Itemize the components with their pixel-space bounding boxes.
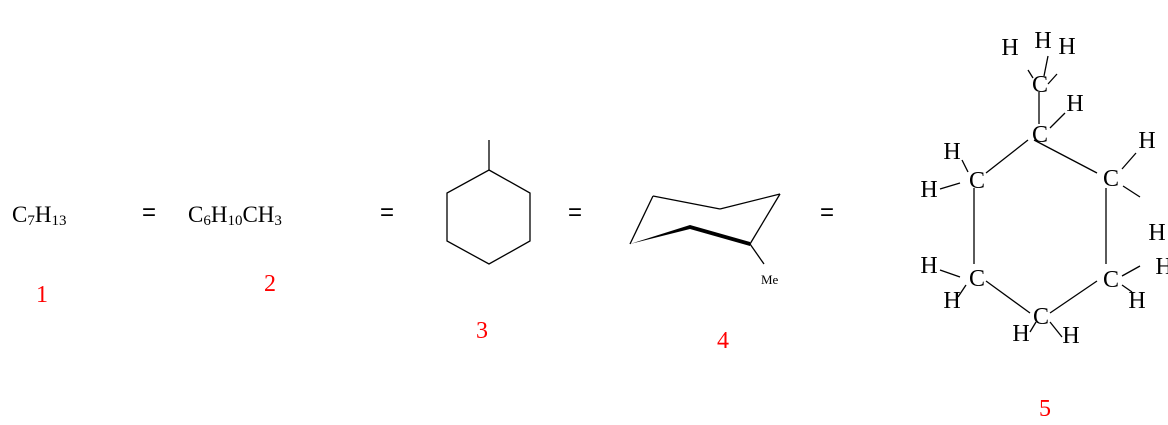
cc-bond: [1033, 139, 1098, 174]
cyclohexane-ring: [446, 169, 531, 265]
ch-bond: [1049, 321, 1063, 338]
cc-bond: [1049, 280, 1098, 314]
ch-bond: [939, 182, 961, 190]
hydrogen-atom: H: [1012, 321, 1029, 347]
ch-bond: [1121, 284, 1133, 293]
structure-label-2: 2: [264, 271, 276, 297]
hydrogen-atom: H: [943, 288, 960, 314]
chair-bond: [749, 193, 781, 245]
carbon-atom: C: [1032, 122, 1048, 148]
hydrogen-atom: H: [943, 139, 960, 165]
hydrogen-atom: H: [1138, 128, 1155, 154]
chair-bond: [719, 193, 781, 210]
chair-structure-4: Me: [629, 193, 781, 287]
ch-bond: [1029, 321, 1037, 333]
equals-sign-1: =: [142, 199, 157, 226]
carbon-atom: C: [1033, 304, 1049, 330]
structure-label-4: 4: [717, 328, 729, 354]
ch-bond: [1027, 69, 1034, 79]
carbon-atom: C: [1103, 166, 1119, 192]
ch-bond: [1043, 55, 1049, 77]
wedge-bond-front: [690, 225, 750, 246]
methyl-label: Me: [761, 272, 779, 287]
hydrogen-atom: H: [1128, 288, 1145, 314]
equals-sign-4: =: [820, 199, 835, 226]
skeletal-structure-3: [446, 140, 531, 265]
ch-bond: [939, 269, 961, 278]
hydrogen-atom: H: [1001, 35, 1018, 61]
formula-1: C7H13: [12, 202, 67, 229]
equals-sign-2: =: [380, 199, 395, 226]
equals-sign-3: =: [568, 199, 583, 226]
ch-bond: [1121, 265, 1141, 277]
carbon-atom: C: [969, 266, 985, 292]
ch-bond: [1121, 152, 1137, 170]
hydrogen-atom: H: [1058, 34, 1075, 60]
hydrogen-atom: H: [920, 253, 937, 279]
carbon-atom: C: [1103, 267, 1119, 293]
structure-label-1: 1: [36, 282, 48, 308]
expanded-structure-5: C C C C C C C H H H H H H H H H H H H H …: [920, 28, 1168, 349]
formula-2: C6H10CH3: [188, 202, 282, 229]
ch-bond: [1047, 73, 1058, 85]
structure-label-3: 3: [476, 318, 488, 344]
ch-bond: [957, 284, 967, 298]
hydrogen-atom: H: [1148, 220, 1165, 246]
hydrogen-atom: H: [1066, 91, 1083, 117]
carbon-atom: C: [1032, 72, 1048, 98]
cc-bond: [985, 139, 1029, 174]
structure-label-5: 5: [1039, 396, 1051, 422]
wedge-bond: [630, 225, 690, 244]
chair-bond: [652, 195, 721, 210]
carbon-atom: C: [969, 168, 985, 194]
hydrogen-atom: H: [1062, 323, 1079, 349]
chair-bond: [629, 195, 654, 245]
methyl-bond: [749, 243, 765, 265]
ch-bond: [1122, 185, 1141, 198]
hydrogen-atom: H: [1034, 28, 1051, 54]
hydrogen-atom: H: [1155, 254, 1168, 280]
cc-bond: [985, 280, 1031, 314]
hydrogen-atom: H: [920, 177, 937, 203]
ch-bond: [961, 159, 969, 173]
ch-bond: [1049, 112, 1066, 129]
